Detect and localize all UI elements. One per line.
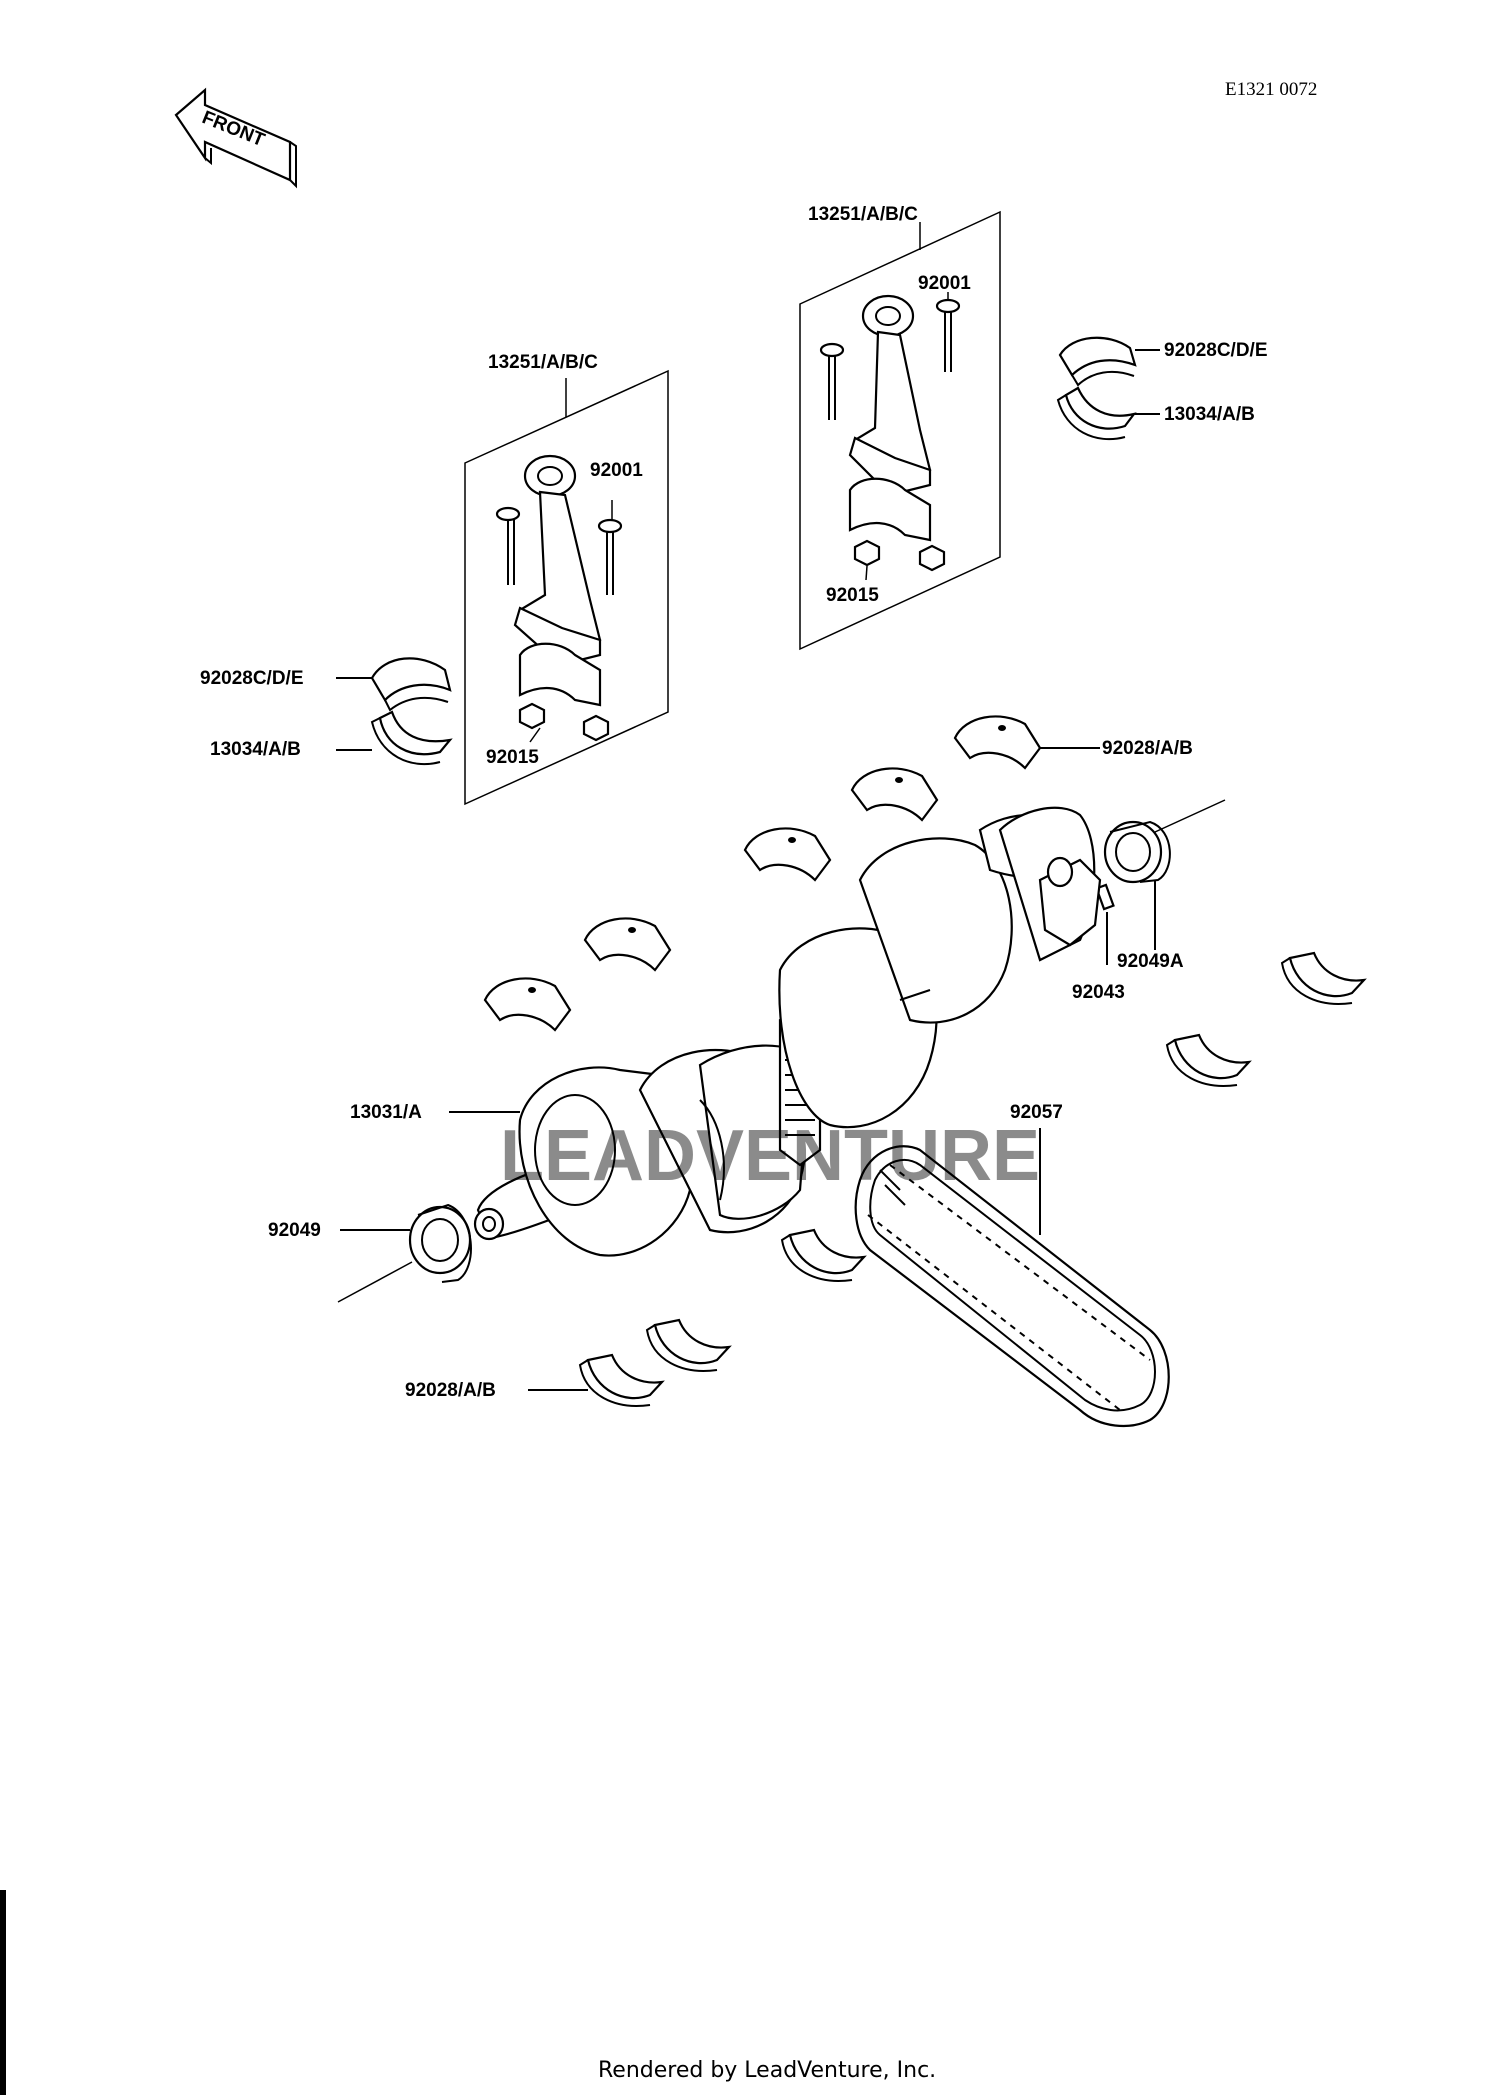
rod-bolt-left-b xyxy=(597,518,623,595)
rod-bearing-right-upper xyxy=(1058,336,1137,387)
oil-seal-right xyxy=(1103,820,1171,884)
label-rod-bearing-right-lower: 13034/A/B xyxy=(1164,404,1255,425)
crankshaft xyxy=(473,806,1102,1257)
main-bearing-upper-2 xyxy=(583,917,672,972)
rod-bearing-right-lower xyxy=(1056,386,1137,441)
label-rod-bearing-left-lower: 13034/A/B xyxy=(210,739,301,760)
dowel-pin-right xyxy=(1095,883,1115,911)
main-bearing-upper-1 xyxy=(483,977,572,1032)
label-nut-right: 92015 xyxy=(826,585,879,606)
label-seal-right: 92049A xyxy=(1117,951,1184,972)
oil-seal-left xyxy=(408,1203,472,1283)
cam-chain xyxy=(854,1145,1170,1427)
connecting-rod-left xyxy=(513,454,602,667)
label-main-bearing-bottom: 92028/A/B xyxy=(405,1380,496,1401)
watermark: LEADVENTURE xyxy=(500,1116,1040,1196)
rod-nut-left xyxy=(518,702,610,742)
label-pin-right: 92043 xyxy=(1072,982,1125,1003)
main-bearing-upper-5 xyxy=(953,715,1042,770)
main-bearing-upper-4 xyxy=(850,767,939,822)
diagram-code: E1321 0072 xyxy=(1225,79,1317,100)
rod-bolt-left-a xyxy=(495,506,521,585)
page-edge-mark xyxy=(0,1890,6,2095)
label-nut-left: 92015 xyxy=(486,747,539,768)
rod-bearing-left-lower xyxy=(370,710,453,766)
main-bearing-right-lower-2 xyxy=(1280,951,1367,1005)
main-bearing-lower-2 xyxy=(645,1318,732,1372)
label-rod-bearing-right-upper: 92028C/D/E xyxy=(1164,340,1268,361)
rod-cap-right xyxy=(848,477,932,542)
connecting-rod-box-right: 13251/A/B/C 92001 92015 xyxy=(799,204,1001,651)
label-bolt-left: 92001 xyxy=(590,460,643,481)
label-rod-right: 13251/A/B/C xyxy=(808,204,918,225)
connecting-rod-right xyxy=(848,294,932,497)
main-bearing-right-lower-1 xyxy=(1165,1033,1252,1087)
label-main-bearing-top: 92028/A/B xyxy=(1102,738,1193,759)
main-bearing-upper-3 xyxy=(743,827,832,882)
label-rod-bearing-left-upper: 92028C/D/E xyxy=(200,668,304,689)
label-chain: 92057 xyxy=(1010,1102,1063,1123)
rod-nut-right xyxy=(853,539,946,572)
main-bearing-lower-3 xyxy=(780,1228,867,1282)
rod-bolt-right-b xyxy=(935,298,961,372)
rod-bearing-left-upper xyxy=(370,657,452,712)
connecting-rod-box-left: 13251/A/B/C 92001 92015 xyxy=(464,352,669,806)
footer-credit: Rendered by LeadVenture, Inc. xyxy=(598,2058,936,2083)
label-crankshaft: 13031/A xyxy=(350,1102,422,1123)
front-arrow-icon: FRONT xyxy=(174,87,297,189)
label-seal-left: 92049 xyxy=(268,1220,321,1241)
label-rod-left: 13251/A/B/C xyxy=(488,352,598,373)
rod-cap-left xyxy=(518,642,602,707)
label-bolt-right: 92001 xyxy=(918,273,971,294)
main-bearing-lower-1 xyxy=(578,1353,665,1407)
rod-bolt-right-a xyxy=(819,342,845,420)
